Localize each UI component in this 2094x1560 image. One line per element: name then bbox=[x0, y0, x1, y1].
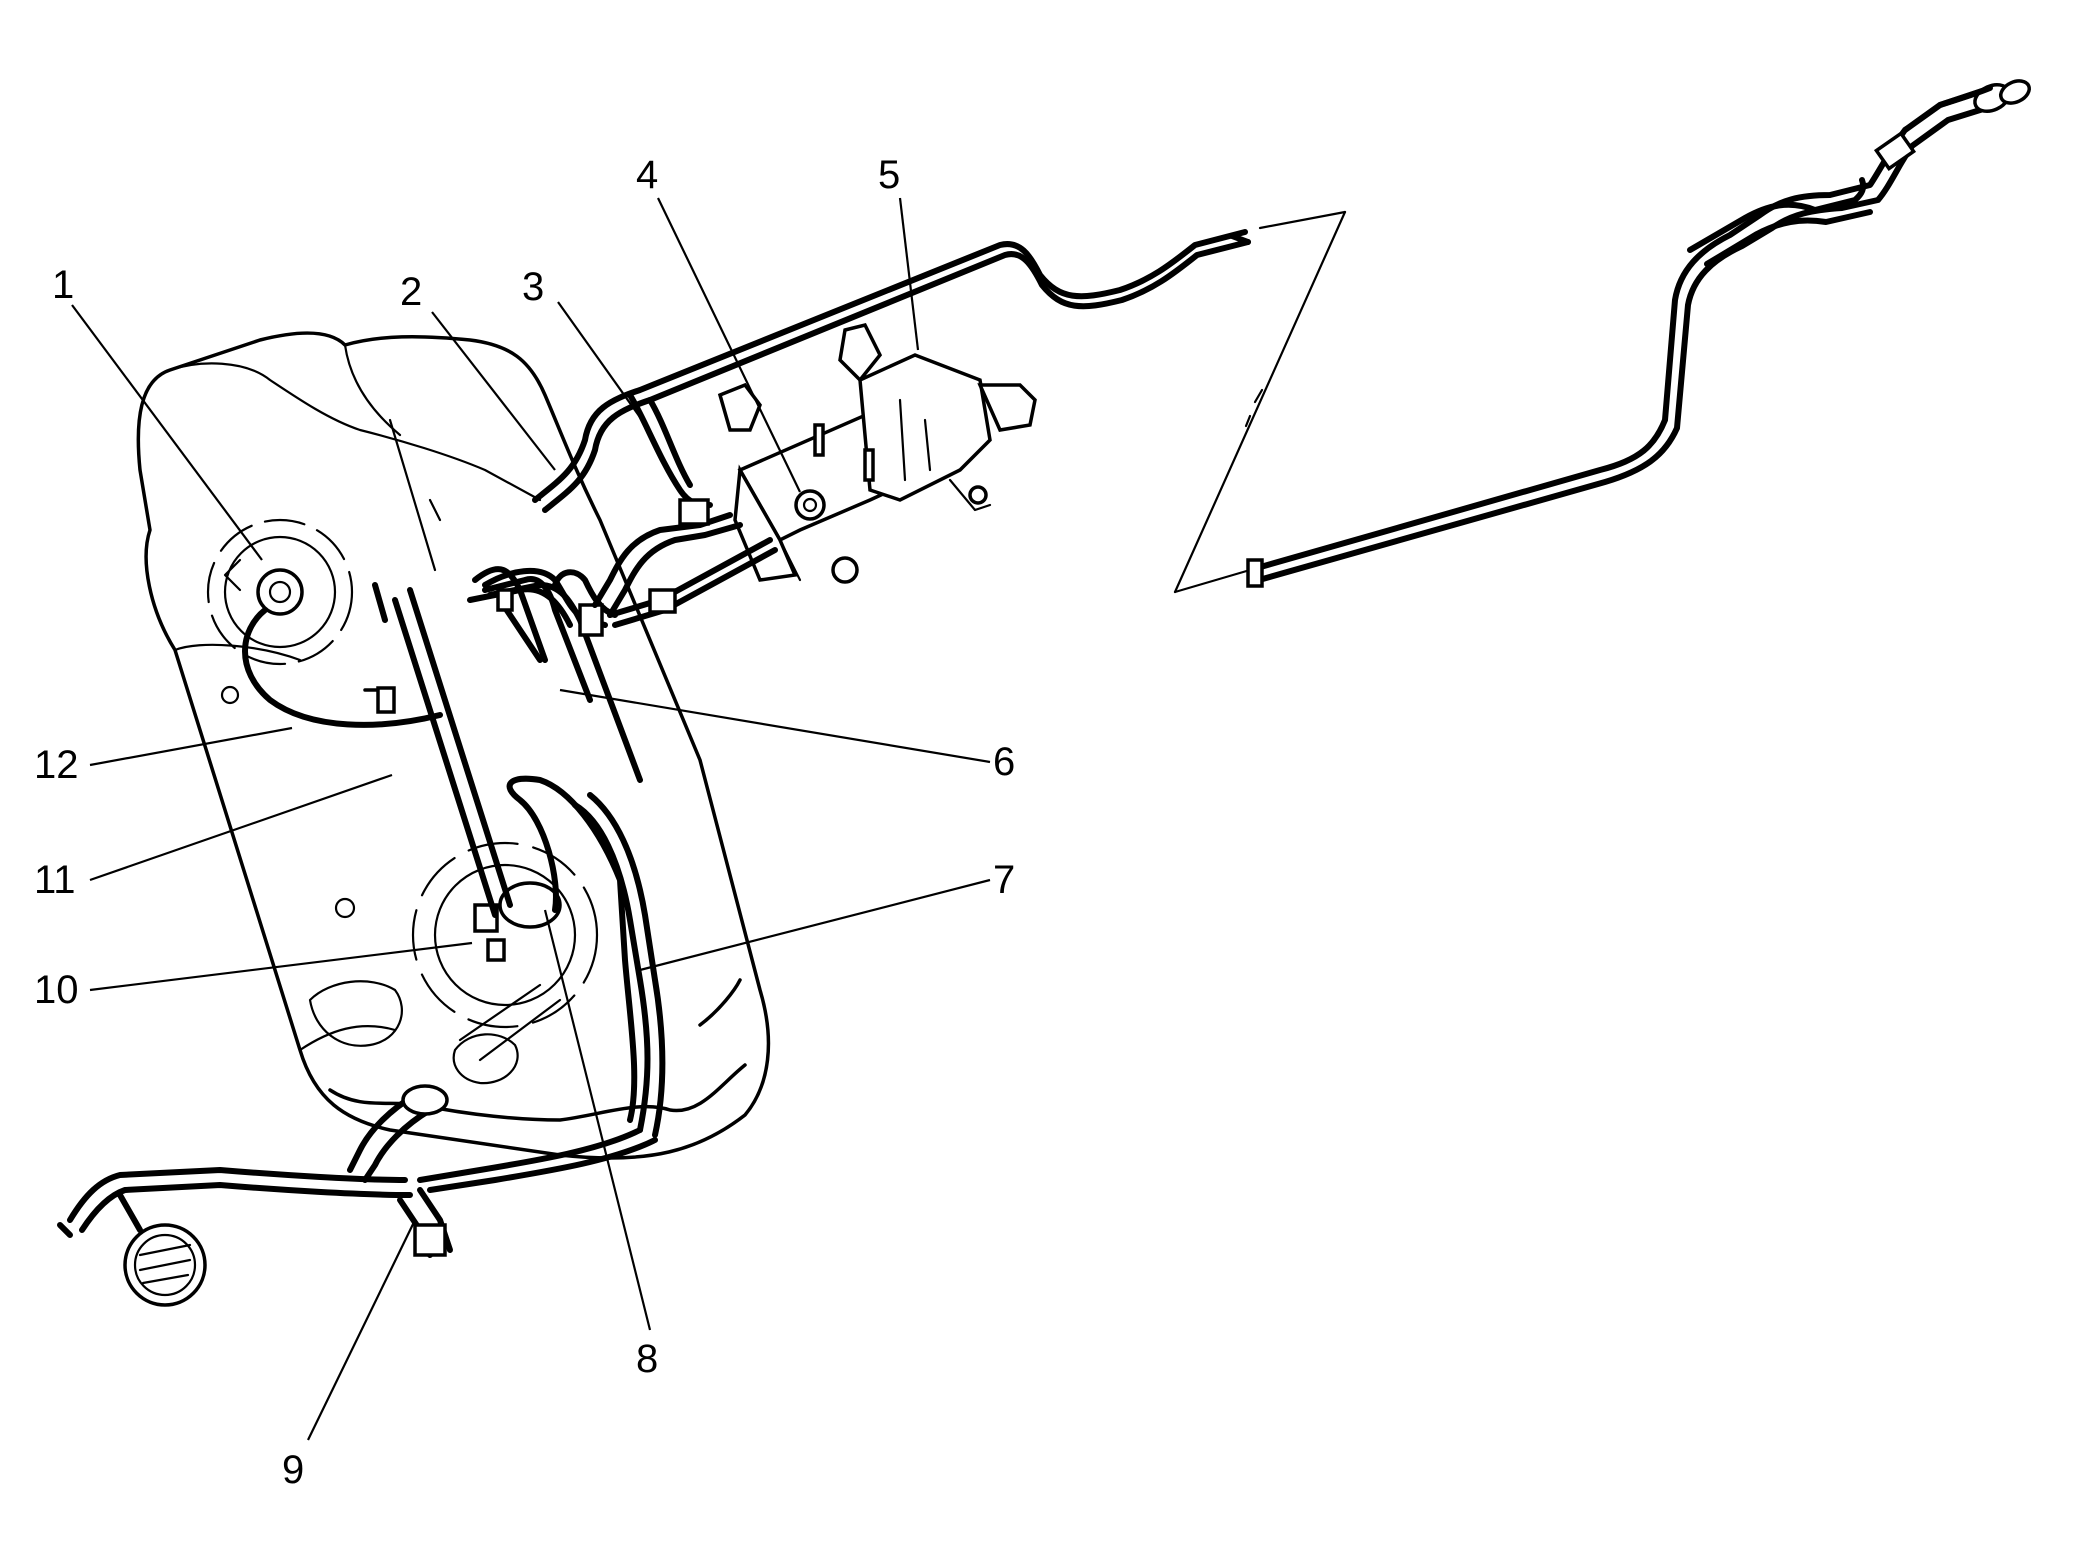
fuel-filler-pipe bbox=[57, 1084, 453, 1307]
front-fuel-lines bbox=[532, 229, 1251, 628]
evap-canister-assembly bbox=[717, 322, 1037, 584]
callout-10: 10 bbox=[34, 968, 79, 1012]
leader-lines bbox=[71, 197, 991, 1441]
callout-2: 2 bbox=[400, 270, 422, 314]
callout-11: 11 bbox=[34, 858, 76, 902]
callout-4: 4 bbox=[636, 153, 658, 197]
front-line-detail bbox=[1173, 79, 2031, 594]
fuel-pump-module bbox=[411, 841, 599, 1029]
secondary-fuel-sender bbox=[206, 518, 443, 728]
callout-5: 5 bbox=[878, 153, 900, 197]
callout-1: 1 bbox=[52, 263, 74, 307]
callout-6: 6 bbox=[993, 740, 1015, 784]
callout-7: 7 bbox=[993, 858, 1015, 902]
callout-8: 8 bbox=[636, 1337, 658, 1381]
tank-fuel-lines bbox=[363, 566, 666, 1193]
callout-12: 12 bbox=[34, 743, 79, 787]
callout-9: 9 bbox=[282, 1448, 304, 1492]
callout-labels: 1 2 3 4 5 6 7 8 9 10 11 12 bbox=[34, 153, 1015, 1492]
callout-3: 3 bbox=[522, 265, 544, 309]
fuel-tank bbox=[136, 331, 771, 1160]
